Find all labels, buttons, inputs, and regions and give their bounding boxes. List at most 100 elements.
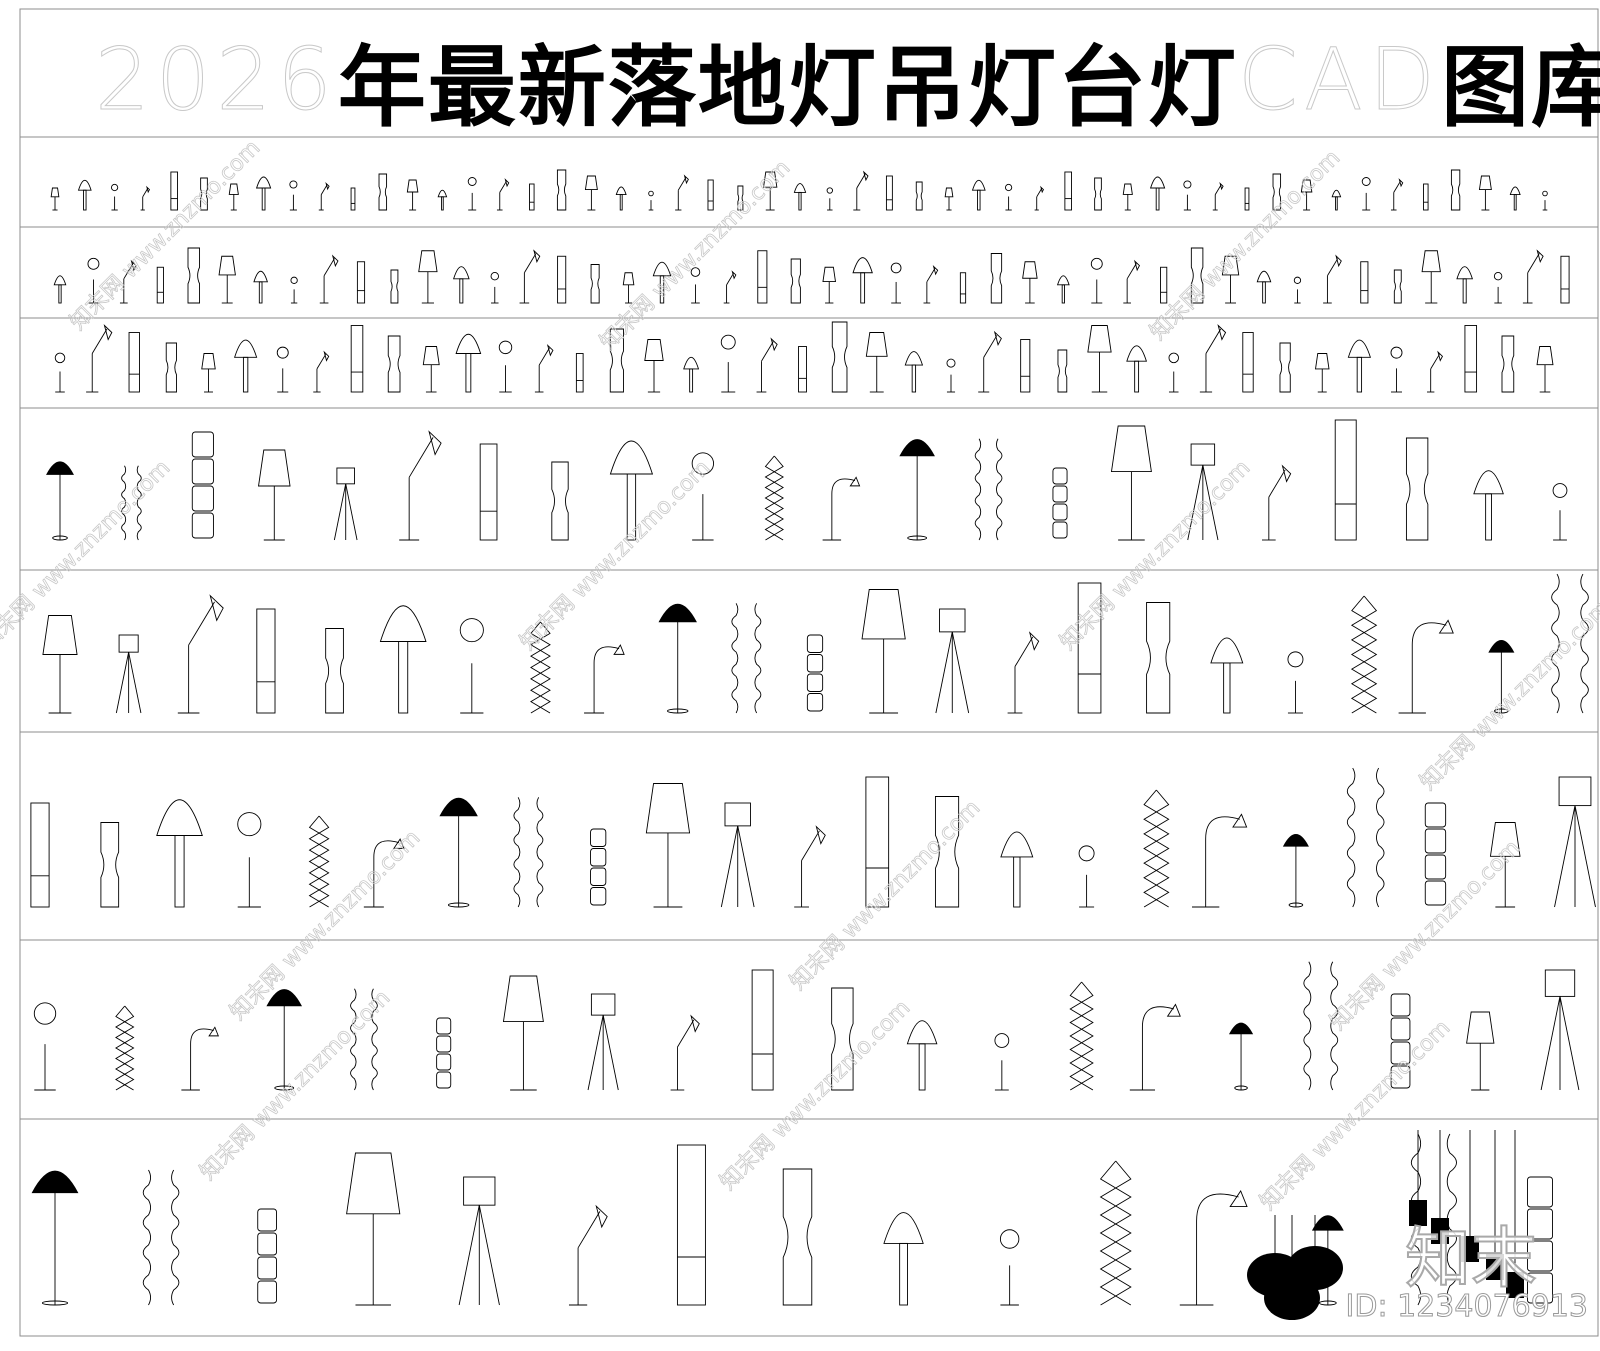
lamp-drawing [622,272,635,304]
lamp-drawing [459,618,484,714]
lamp-drawing [615,186,627,211]
lamp-drawing [1360,261,1369,304]
lamp-drawing [590,828,607,906]
lamp-drawing [883,1212,924,1306]
lamp-drawing [165,342,177,393]
lamp-drawing [1560,255,1570,304]
lamp-drawing [498,340,513,393]
lamp-drawing [974,438,1003,541]
lamp-drawing [1427,350,1443,393]
lamp-drawing [1183,180,1192,211]
lamp-drawing [308,815,330,908]
lamp-drawing [1212,181,1224,211]
lamp-drawing [1554,776,1596,908]
floor-lamp-row-1 [46,419,1568,541]
lamp-drawing [1493,271,1503,304]
title-tail: 图库 [1441,34,1600,139]
lamp-drawing [1323,254,1342,304]
lamp-drawing [350,325,364,393]
pendant-shade [1486,1254,1504,1280]
lamp-drawing [201,353,216,393]
lamp-drawing [266,989,302,1091]
lamp-drawing [313,350,330,393]
lamp-drawing [756,337,778,393]
lamp-drawing [652,261,672,304]
lamp-drawing [115,634,142,714]
lamp-drawing [1464,325,1478,393]
lamp-drawing [479,443,498,541]
lamp-drawing [455,333,482,393]
lamp-drawing [798,346,807,393]
lamp-drawing [1314,353,1330,393]
site-watermark-text: 知末网 www.znzmo.com [716,996,916,1196]
lamp-drawing [1007,631,1040,714]
lamp-drawing [1199,324,1227,393]
lamp-drawing [1221,255,1240,304]
lamp-drawing [289,180,298,211]
lamp-drawing [356,261,366,304]
lamp-drawing [1168,352,1179,393]
lamp-drawing [1293,276,1302,304]
lamp-drawing [110,183,119,211]
image-id-watermark: ID: 1234076913 [1345,1289,1588,1325]
lamp-drawing [1034,185,1044,211]
lamp-drawing [644,339,664,393]
lamp-drawing [1110,425,1152,541]
lamp-drawing [1540,969,1580,1091]
lamp-drawing [50,187,60,211]
lamp-drawing [1069,981,1094,1091]
lamp-drawing [885,175,893,211]
lamp-drawing [1282,834,1309,908]
lamp-drawing [1350,595,1378,714]
feather-pendant [1264,1276,1320,1320]
site-watermark-text: 知末网 www.znzmo.com [0,456,175,656]
lamp-drawing [1279,342,1291,393]
lamp-drawing [1190,247,1204,304]
lamp-drawing [170,171,178,211]
site-watermark-text: 知末网 www.znzmo.com [1056,456,1256,656]
lamp-drawing [187,247,201,304]
lamp-drawing [999,1229,1020,1306]
lamp-drawing [676,1144,706,1306]
lamp-drawing [1552,483,1568,541]
lamp-drawing [1210,637,1244,714]
title-cad: CAD [1237,30,1441,131]
lamp-drawing [496,178,510,211]
lamp-drawing [237,812,262,908]
lamp-drawing [1450,169,1461,211]
lamp-drawing [418,250,438,304]
lamp-drawing [1094,177,1102,211]
lamp-drawing [1077,582,1102,714]
lamp-drawing [54,352,66,393]
title-main: 年最新落地灯吊灯台灯 [337,34,1238,139]
lamp-drawing [1536,346,1554,393]
lamp-drawing [191,431,214,539]
lamp-drawing [1501,335,1515,393]
pendant-shade [1506,1272,1524,1298]
lamp-drawing [128,332,140,393]
lamp-drawing [806,634,824,712]
lamp-drawing [793,183,807,211]
lamp-drawing [1143,789,1170,908]
site-watermark-text: 知末网 www.znzmo.com [196,986,396,1186]
lamp-drawing [115,1005,135,1091]
lamp-drawing [363,838,405,908]
lamp-drawing [1398,619,1454,714]
lamp-drawing [318,181,330,211]
site-watermark-text: 知末网 www.znzmo.com [66,136,266,336]
lamp-drawing [852,257,873,304]
lamp-drawing [971,179,986,211]
lamp-drawing [831,321,848,393]
lamp-drawing [1149,176,1166,211]
lamp-drawing [33,1002,57,1091]
lamp-drawing [584,175,598,211]
floor-lamp-row-3 [30,767,1596,908]
site-watermark-text: 知末网 www.znzmo.com [1416,596,1600,796]
lamp-drawing [1262,464,1292,541]
lamp-drawing [1099,1160,1132,1306]
lamp-drawing [156,799,203,908]
lamp-drawing [256,608,276,714]
lamp-drawing [1466,1011,1495,1091]
lamp-drawing [1123,259,1141,304]
